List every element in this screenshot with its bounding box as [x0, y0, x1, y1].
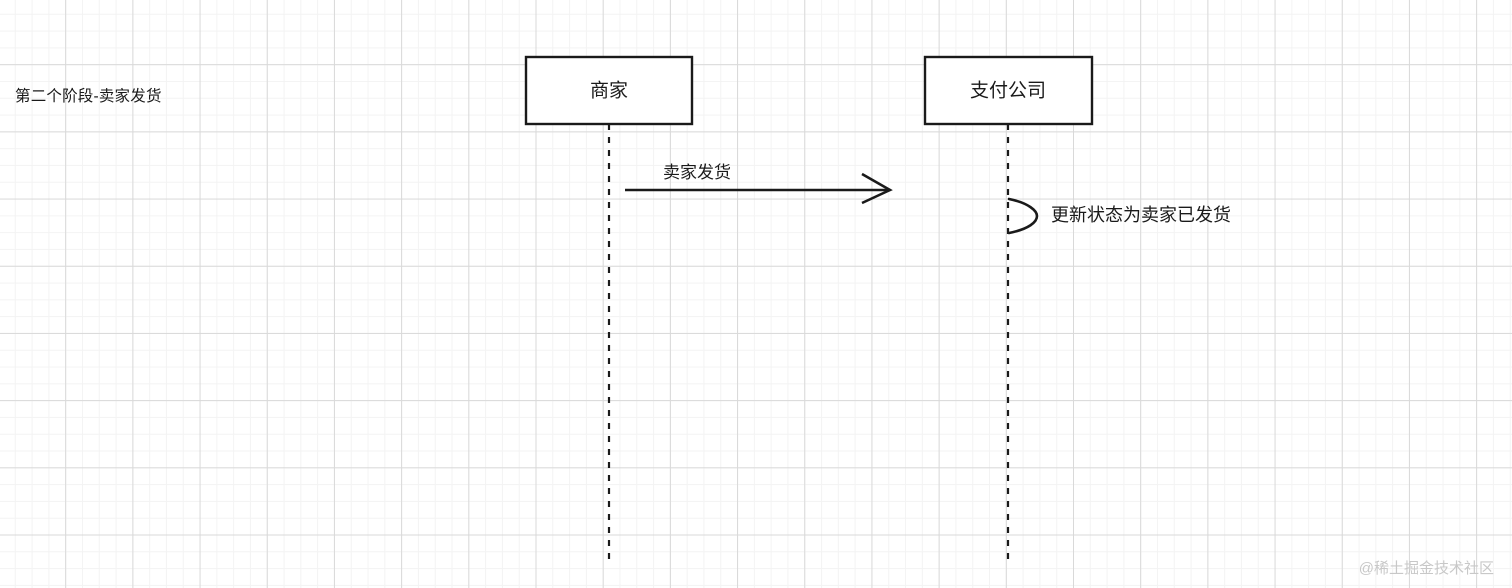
participant-label-payment-company: 支付公司 — [969, 80, 1047, 102]
watermark: @稀土掘金技术社区 — [1358, 560, 1494, 577]
message-label-update-status: 更新状态为卖家已发货 — [1051, 205, 1231, 225]
message-label-seller-ships: 卖家发货 — [663, 163, 731, 182]
diagram-title: 第二个阶段-卖家发货 — [15, 88, 162, 105]
participant-label-merchant: 商家 — [589, 80, 629, 102]
message-arrowhead-seller-ships — [861, 172, 893, 205]
self-loop-arc-update-status — [1007, 197, 1039, 235]
